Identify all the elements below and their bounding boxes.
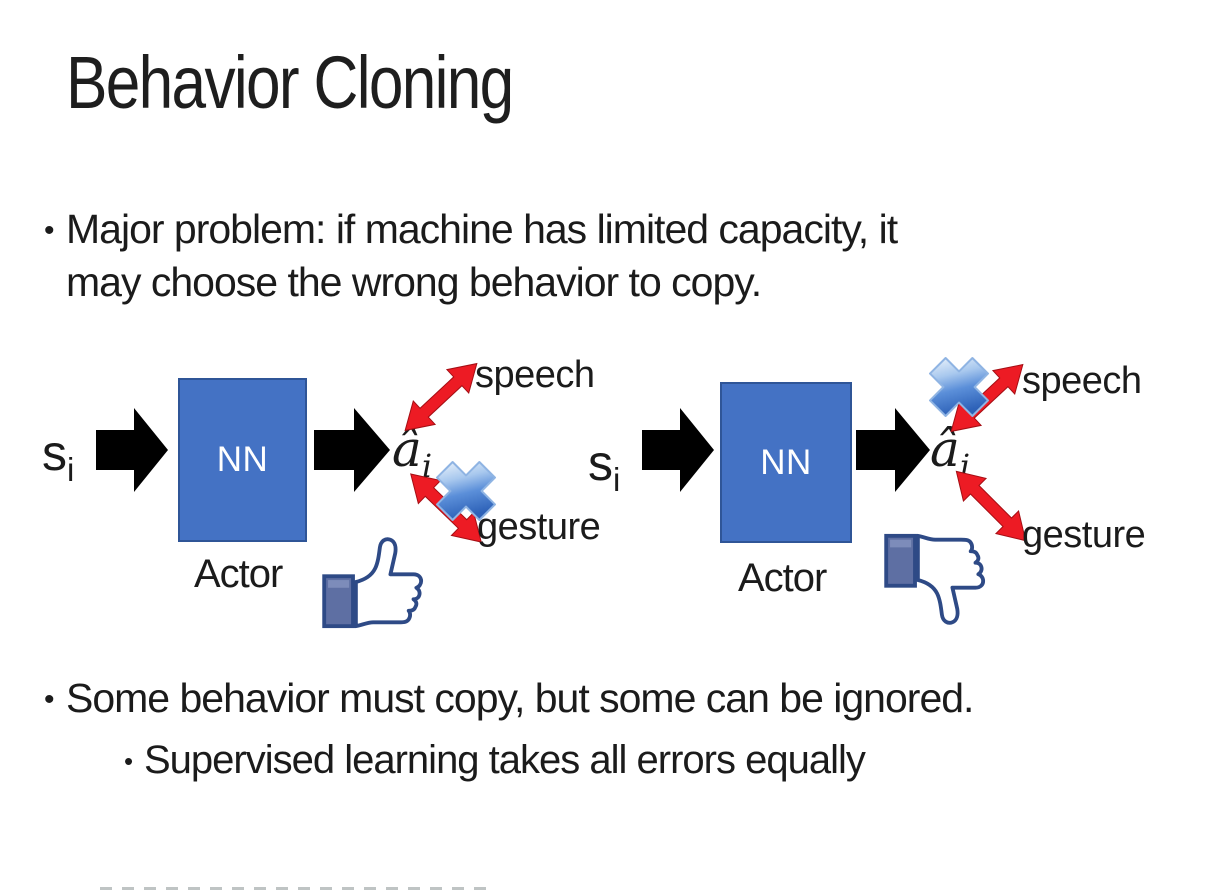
thumbs-down-icon — [884, 533, 986, 625]
nn-box-left: NN — [178, 378, 307, 542]
state-symbol: s — [42, 425, 67, 481]
black-block-arrow-icon — [642, 408, 714, 492]
gesture-label-right: gesture — [1022, 514, 1146, 556]
nn-label: NN — [760, 442, 812, 482]
nn-label: NN — [216, 440, 269, 479]
blue-cross-icon — [436, 461, 496, 521]
bullet-major-problem-line1: • Major problem: if machine has limited c… — [44, 203, 898, 257]
black-block-arrow-icon — [314, 408, 390, 492]
bullet-supervised-learning: • Supervised learning takes all errors eq… — [124, 734, 866, 788]
blue-cross-icon — [929, 357, 989, 417]
state-input-label-left: si — [42, 424, 74, 486]
thumbs-up-icon — [322, 537, 424, 629]
speech-label-left: speech — [475, 354, 595, 396]
state-input-label-right: si — [588, 434, 620, 496]
state-subscript: i — [613, 461, 621, 498]
bullet-marker: • — [44, 683, 55, 716]
bullet-text: Some behavior must copy, but some can be… — [66, 675, 974, 721]
bullet-text: Supervised learning takes all errors equ… — [144, 738, 866, 782]
bullet-text: may choose the wrong behavior to copy. — [66, 259, 762, 305]
bottom-cropped-line — [100, 887, 490, 890]
state-subscript: i — [67, 451, 75, 488]
bullet-text: Major problem: if machine has limited ca… — [66, 206, 898, 252]
black-block-arrow-icon — [96, 408, 168, 492]
action-subscript: i — [421, 447, 433, 485]
bullet-major-problem-line2: may choose the wrong behavior to copy. — [66, 256, 762, 309]
nn-box-right: NN — [720, 382, 852, 543]
page-title: Behavior Cloning — [66, 41, 514, 124]
black-block-arrow-icon — [856, 408, 930, 492]
red-double-arrow-icon — [955, 470, 1027, 542]
bullet-marker: • — [44, 214, 55, 247]
action-subscript: i — [959, 447, 971, 485]
red-double-arrow-icon — [404, 362, 478, 432]
gesture-label-left: gesture — [477, 506, 601, 548]
bullet-marker: • — [124, 746, 133, 776]
bullet-some-behavior: • Some behavior must copy, but some can b… — [44, 672, 974, 726]
state-symbol: s — [588, 435, 613, 491]
actor-label-right: Actor — [738, 556, 827, 600]
speech-label-right: speech — [1022, 360, 1142, 402]
actor-label-left: Actor — [194, 552, 283, 596]
